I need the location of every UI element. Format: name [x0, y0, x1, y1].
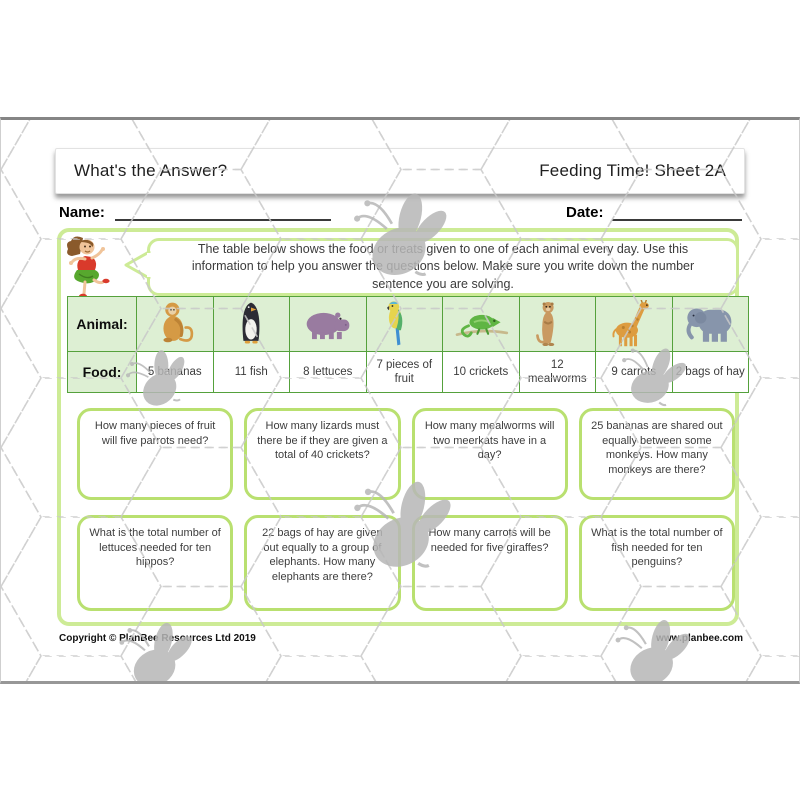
food-cell: 9 carrots: [596, 352, 672, 392]
question-box: How many carrots will be needed for five…: [411, 515, 568, 611]
worksheet-page: What's the Answer? Feeding Time! Sheet 2…: [0, 117, 800, 684]
worksheet-title-left: What's the Answer?: [74, 161, 228, 180]
food-cell: 7 pieces of fruit: [366, 352, 442, 392]
food-row-label: Food:: [68, 352, 136, 392]
girl-dancing-icon: [65, 235, 111, 300]
website-text: www.planbee.com: [656, 633, 743, 644]
question-box: How many pieces of fruit will five parro…: [77, 408, 234, 500]
hippo-icon: [290, 297, 366, 351]
animal-row-label: Animal:: [68, 297, 136, 351]
food-cell: 8 lettuces: [290, 352, 366, 392]
monkey-icon: [137, 297, 213, 351]
worksheet-title-bar: What's the Answer? Feeding Time! Sheet 2…: [55, 148, 745, 194]
name-blank-line: [115, 205, 331, 221]
instruction-speech-bubble: The table below shows the food or treats…: [147, 238, 739, 296]
food-cell: 2 bags of hay: [672, 352, 748, 392]
elephant-icon: [672, 297, 748, 351]
date-blank-line: [612, 205, 742, 221]
giraffe-icon: [596, 297, 672, 351]
food-cell: 5 bananas: [137, 352, 213, 392]
question-box: What is the total number of lettuces nee…: [77, 515, 234, 611]
name-label: Name:: [59, 204, 105, 221]
question-box: 22 bags of hay are given out equally to …: [244, 515, 401, 611]
penguin-icon: [213, 297, 289, 351]
date-label: Date:: [566, 204, 604, 221]
speech-bubble-tail: [124, 250, 151, 280]
question-box: How many mealworms will two meerkats hav…: [411, 408, 568, 500]
copyright-text: Copyright © PlanBee Resources Ltd 2019: [59, 633, 256, 644]
worksheet-title-right: Feeding Time! Sheet 2A: [539, 161, 726, 180]
chameleon-icon: [443, 297, 519, 351]
meerkat-icon: [519, 297, 595, 351]
parrot-icon: [366, 297, 442, 351]
food-cell: 10 crickets: [443, 352, 519, 392]
food-cell: 11 fish: [213, 352, 289, 392]
question-grid: How many pieces of fruit will five parro…: [77, 408, 735, 611]
question-box: What is the total number of fish needed …: [578, 515, 735, 611]
instruction-text: The table below shows the food or treats…: [191, 241, 695, 291]
food-cell: 12 mealworms: [519, 352, 595, 392]
question-box: How many lizards must there be if they a…: [244, 408, 401, 500]
question-box: 25 bananas are shared out equally betwee…: [578, 408, 735, 500]
